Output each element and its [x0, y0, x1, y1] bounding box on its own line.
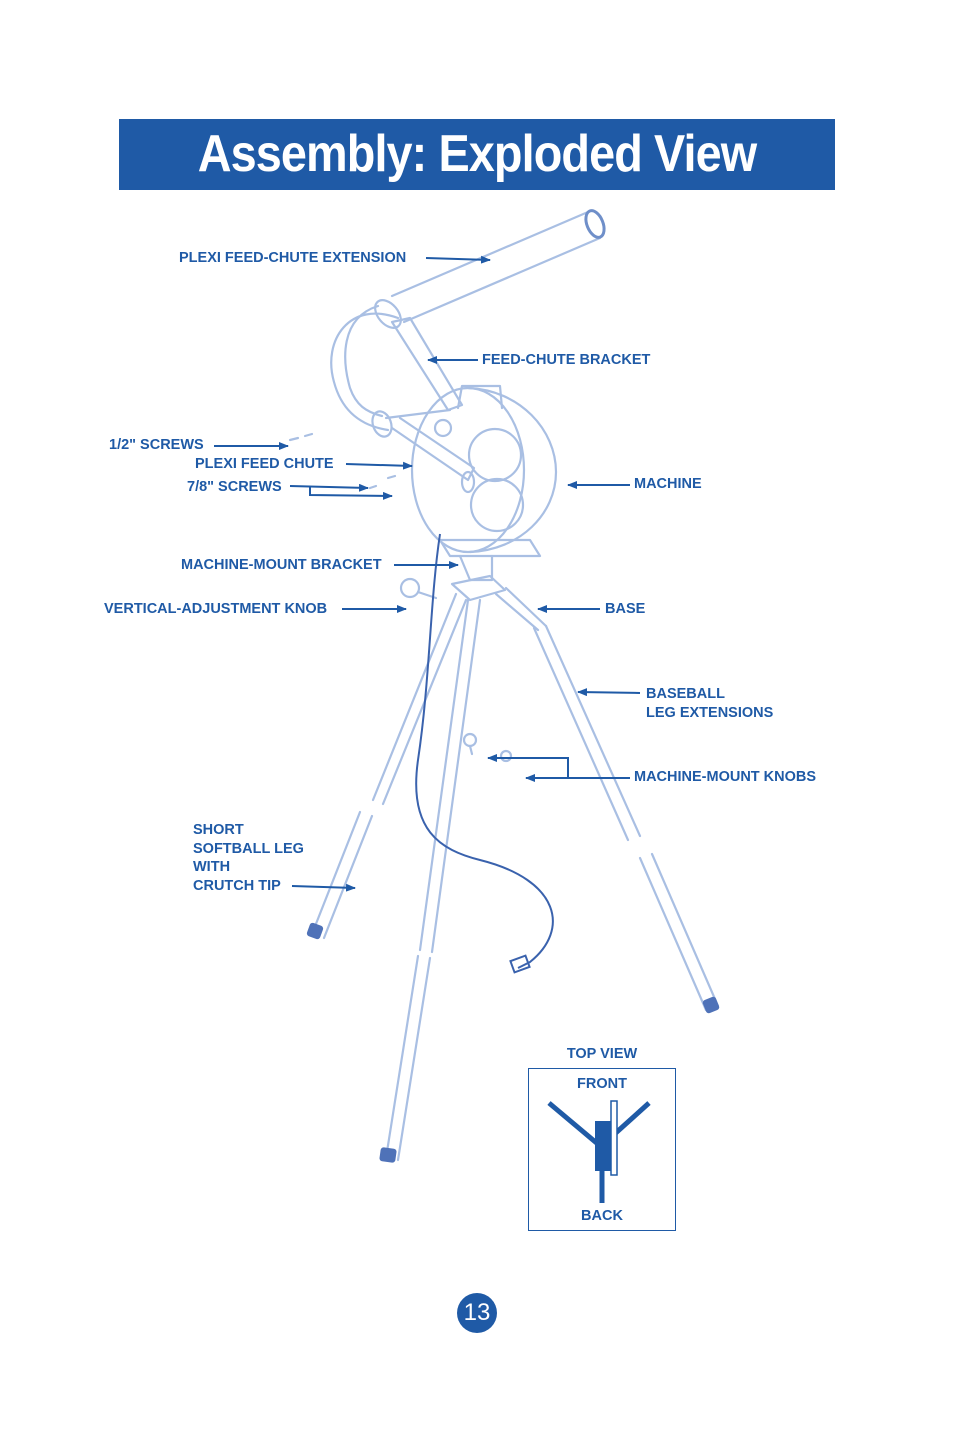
label-plexi-feed-chute: PLEXI FEED CHUTE — [195, 456, 334, 472]
label-machine-mount-bracket: MACHINE-MOUNT BRACKET — [181, 557, 382, 573]
label-softball-leg-3: WITH — [193, 859, 231, 875]
label-plexi-feed-chute-extension: PLEXI FEED-CHUTE EXTENSION — [179, 250, 407, 266]
top-view-front-label: FRONT — [577, 1076, 627, 1092]
page-title: Assembly: Exploded View — [197, 125, 757, 183]
label-vertical-adjustment-knob: VERTICAL-ADJUSTMENT KNOB — [104, 601, 328, 617]
label-softball-leg-4: CRUTCH TIP — [193, 878, 281, 894]
power-cord — [415, 533, 554, 969]
label-seven-eighths-screws: 7/8" SCREWS — [187, 479, 282, 495]
label-softball-leg-2: SOFTBALL LEG — [193, 841, 304, 857]
label-base: BASE — [605, 601, 646, 617]
label-machine-mount-knobs: MACHINE-MOUNT KNOBS — [634, 769, 817, 785]
page-number: 13 — [457, 1293, 497, 1333]
label-baseball-leg-extensions-2: LEG EXTENSIONS — [646, 705, 774, 721]
top-view-title: TOP VIEW — [566, 1046, 638, 1062]
title-banner: Assembly: Exploded View — [119, 119, 835, 190]
label-arrows — [214, 255, 641, 892]
top-view-diagram — [547, 1100, 651, 1203]
label-machine: MACHINE — [634, 476, 702, 492]
label-half-inch-screws: 1/2" SCREWS — [109, 437, 204, 453]
top-view-box: FRONT BACK — [528, 1068, 676, 1231]
power-plug — [509, 954, 531, 974]
top-view-back-label: BACK — [581, 1208, 623, 1224]
label-baseball-leg-extensions-1: BASEBALL — [646, 686, 725, 702]
label-feed-chute-bracket: FEED-CHUTE BRACKET — [482, 352, 651, 368]
label-softball-leg-1: SHORT — [193, 822, 244, 838]
leg-tips — [306, 922, 720, 1163]
machine-drawing — [288, 209, 720, 1162]
